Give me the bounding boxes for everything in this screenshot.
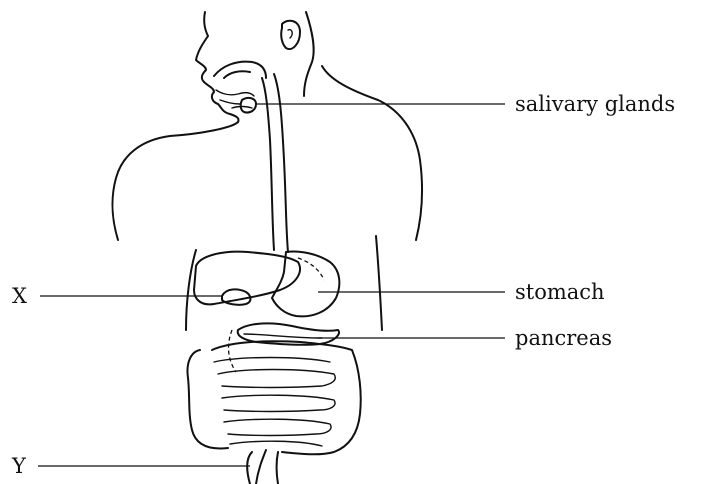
large-intestine — [188, 330, 361, 484]
oesophagus — [262, 74, 288, 252]
mouth-cavity — [214, 62, 266, 113]
label-x: X — [12, 284, 27, 308]
body-outline — [112, 12, 422, 330]
small-intestine — [214, 358, 335, 447]
label-salivary-glands: salivary glands — [515, 92, 675, 116]
gall-bladder — [222, 289, 251, 304]
stomach — [272, 251, 339, 316]
label-pancreas: pancreas — [515, 326, 612, 350]
label-stomach: stomach — [515, 280, 605, 304]
label-y: Y — [11, 454, 27, 478]
rectum — [247, 452, 252, 484]
